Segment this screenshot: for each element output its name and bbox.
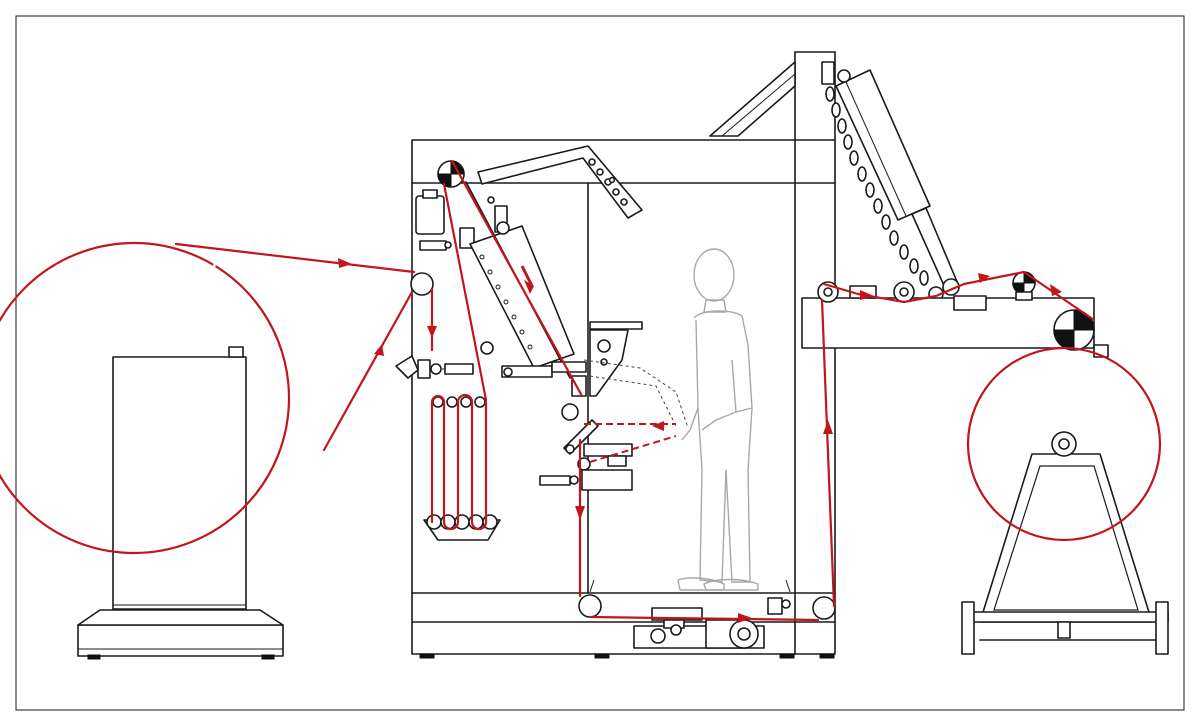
top-crossbar	[477, 145, 643, 219]
rewind-arm	[801, 271, 1109, 358]
hose	[212, 182, 429, 353]
dancer-festoon	[395, 341, 501, 541]
drive-motor	[633, 597, 791, 649]
chain	[825, 86, 944, 302]
sensor-box	[415, 195, 445, 235]
cutting-station	[501, 321, 689, 491]
bottom-right-roller	[812, 596, 836, 620]
diagonal-brace	[709, 61, 796, 137]
operator	[677, 248, 759, 591]
unwind-roll	[0, 241, 291, 555]
bottom-left-roller	[578, 594, 602, 618]
web-path	[174, 159, 1096, 622]
inlet-roller	[410, 272, 434, 296]
drawing-border	[15, 15, 1185, 711]
unwind-stand	[77, 356, 284, 660]
frame	[411, 51, 836, 659]
rewind-cart	[961, 453, 1169, 655]
web-direction-arrows	[338, 258, 1062, 623]
rewind-roll	[966, 346, 1162, 542]
hydraulic-cylinder	[821, 61, 960, 296]
